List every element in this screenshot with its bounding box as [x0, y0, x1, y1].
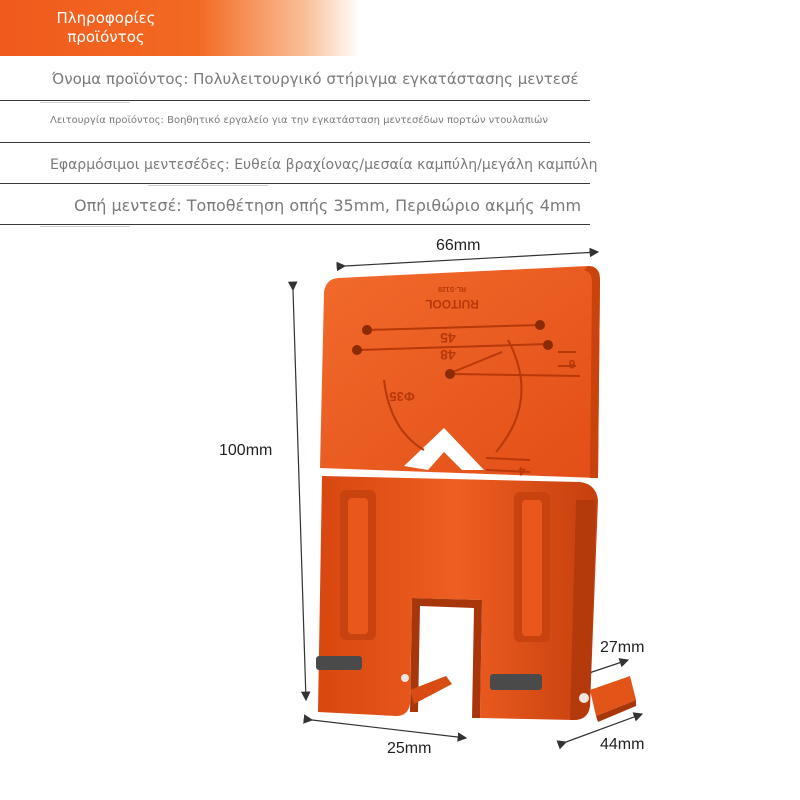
divider-accent [40, 102, 130, 103]
spec-applicable-hinges: Εφαρμόσιμοι μεντεσέδες: Ευθεία βραχίονας… [50, 157, 598, 173]
support-legs [316, 476, 636, 722]
dimension-base-depth: 44mm [600, 736, 645, 753]
dimension-lines [287, 247, 644, 750]
dimension-foot-depth: 27mm [600, 639, 645, 656]
header-line-1: Πληροφορίες [56, 9, 156, 27]
dimension-width: 66mm [436, 237, 481, 254]
divider-accent [40, 226, 130, 227]
model-mark: RL-S128 [438, 285, 466, 292]
dimension-base-width: 25mm [387, 740, 432, 757]
divider [0, 224, 590, 225]
mark-phi35: Φ35 [389, 389, 414, 404]
mark-45: 45 [440, 330, 456, 346]
product-info-header: Πληροφορίες προϊόντος [0, 0, 360, 56]
divider-accent [148, 185, 268, 186]
brand-mark: RUITOOL [425, 297, 479, 311]
spec-product-function: Λειτουργία προϊόντος: Βοηθητικό εργαλείο… [50, 115, 548, 126]
mark-6: 6 [568, 357, 575, 371]
spec-product-name: Όνομα προϊόντος: Πολυλειτουργικό στήριγμ… [52, 70, 579, 88]
template-plate [320, 266, 600, 478]
mark-48: 48 [440, 347, 456, 363]
mark-4: 4 [518, 464, 525, 478]
spec-hinge-hole: Οπή μεντεσέ: Τοποθέτηση οπής 35mm, Περιθ… [74, 196, 582, 215]
divider [0, 183, 590, 184]
divider [0, 142, 590, 143]
dimension-height: 100mm [219, 442, 273, 459]
divider [0, 100, 590, 101]
header-line-2: προϊόντος [67, 28, 145, 46]
